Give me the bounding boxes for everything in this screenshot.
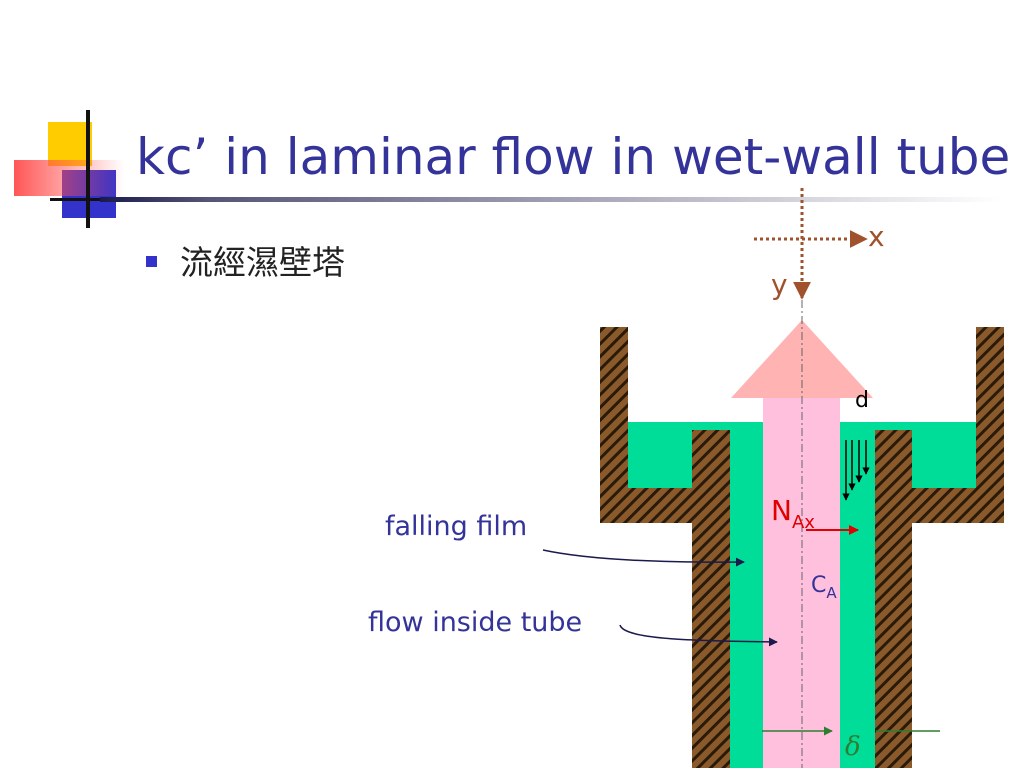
x-axis-label: x <box>868 220 885 253</box>
cup-bottom-right <box>912 488 976 523</box>
conc-main: C <box>811 573 826 598</box>
page-title: kc’ in laminar flow in wet-wall tube <box>136 128 1011 186</box>
falling-film-leader <box>542 549 745 567</box>
bullet-text: 流經濕壁塔 <box>180 243 345 282</box>
tube-wall-left <box>692 430 730 768</box>
conc-sub: A <box>826 584 837 602</box>
flux-label: NAx <box>771 494 815 533</box>
decorative-logo <box>14 110 124 228</box>
flow-inside-tube-label: flow inside tube <box>368 607 582 638</box>
flux-main: N <box>771 494 792 527</box>
delta-label: δ <box>845 732 861 762</box>
logo-vertical-line <box>86 110 90 228</box>
falling-film-left <box>730 430 763 768</box>
d-label: d <box>855 388 869 413</box>
logo-red-bar <box>14 160 124 196</box>
flow-inside-leader <box>619 624 778 647</box>
logo-horizontal-line <box>50 198 110 201</box>
outer-wall-right <box>976 327 1004 523</box>
y-axis-label: y <box>771 268 788 301</box>
concentration-label: CA <box>811 573 837 602</box>
cup-bottom-left <box>628 488 692 523</box>
logo-yellow-square <box>48 122 92 166</box>
flux-sub: Ax <box>792 512 815 533</box>
falling-film-label: falling film <box>385 511 527 542</box>
title-underline <box>100 197 1000 202</box>
bullet-marker <box>146 256 157 267</box>
outer-wall-left <box>600 327 628 523</box>
tube-wall-right <box>875 430 912 768</box>
